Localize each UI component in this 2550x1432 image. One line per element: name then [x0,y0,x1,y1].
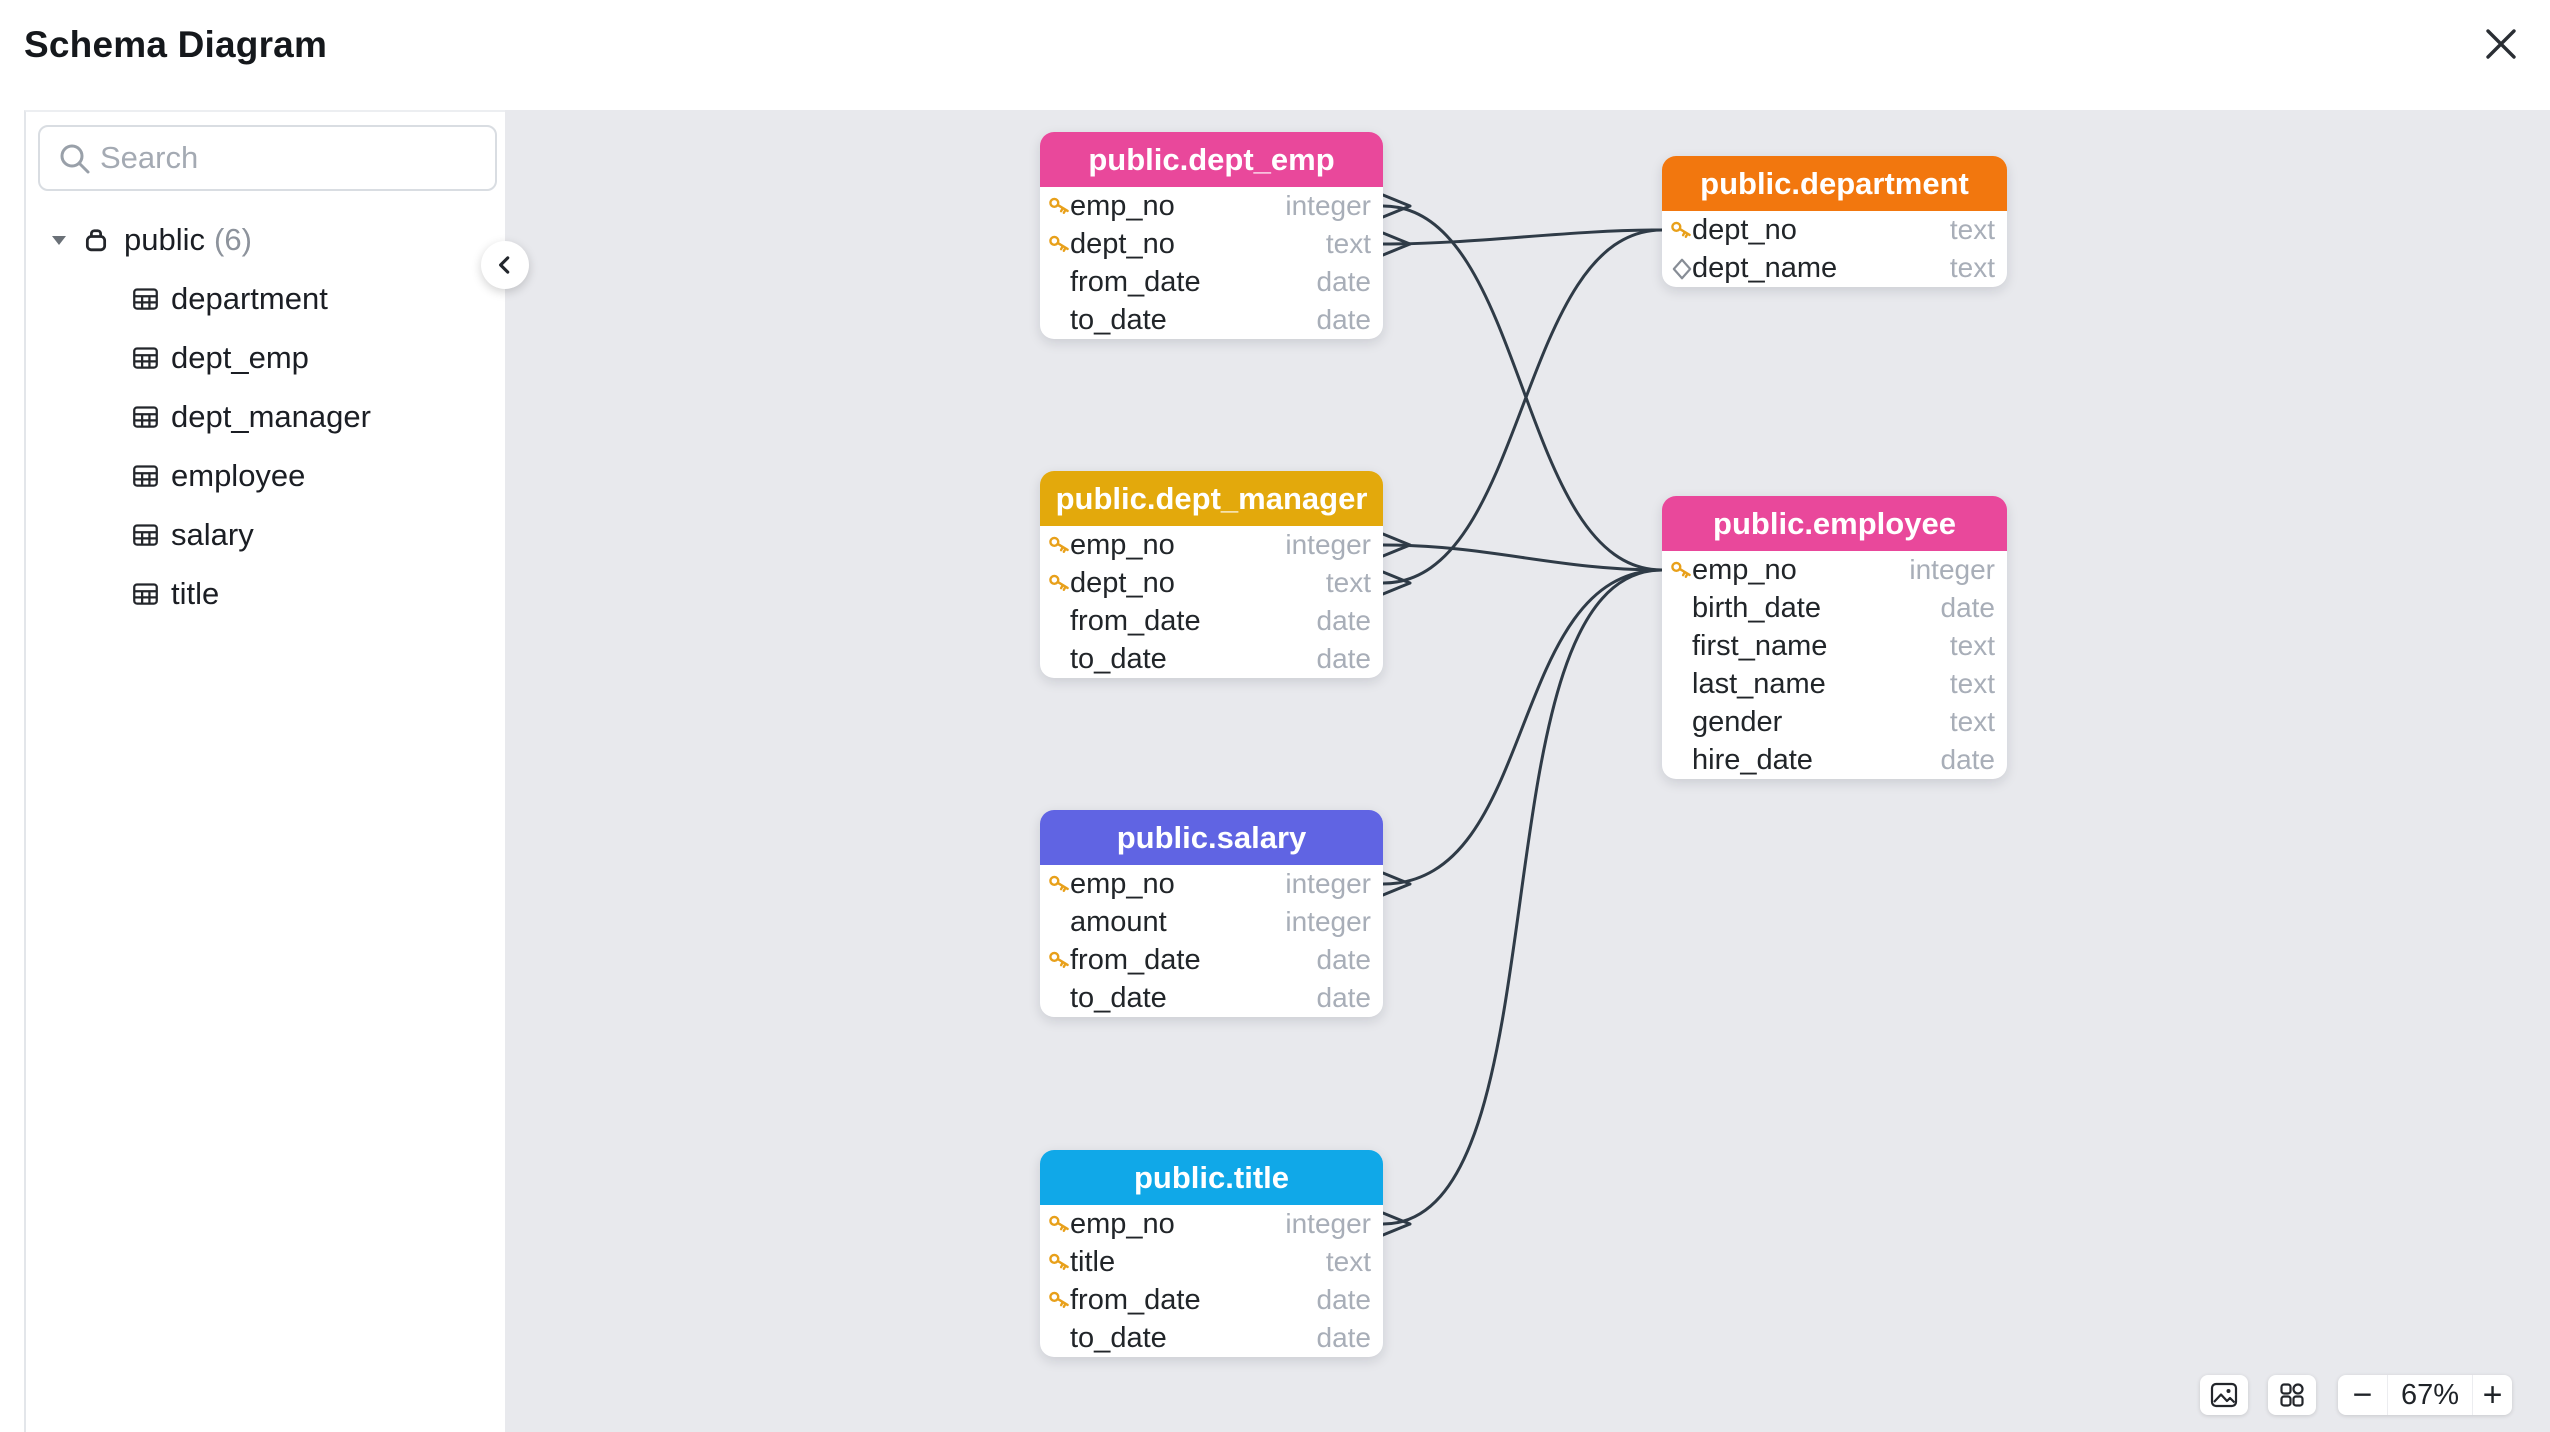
primary-key-icon [1671,221,1691,238]
column-row: from_date date [1070,605,1371,637]
sidebar-item-label: salary [171,517,254,552]
tree-node-public[interactable]: public (6) [50,222,252,258]
schema-name: public [124,222,205,257]
search-input[interactable] [100,127,490,189]
sidebar-item-label: dept_manager [171,399,371,434]
primary-key-icon [1049,235,1069,252]
column-row: dept_name text [1662,249,2007,287]
column-row: dept_no text [1662,211,2007,249]
primary-key-icon [1049,1253,1069,1270]
schema-table-count: (6) [214,222,252,257]
table-header-department[interactable]: public.department [1662,156,2007,211]
schema-sidebar: public (6) department dept_emp dept_mana… [24,110,505,1432]
page-title: Schema Diagram [24,24,328,65]
column-row: amount integer [1070,906,1371,938]
sidebar-item-label: dept_emp [171,340,309,375]
table-node-dept_manager[interactable]: public.dept_manager emp_no integer dept_… [1040,471,1383,678]
primary-key-icon [1049,536,1069,553]
column-row: last_name text [1692,668,1995,700]
column-row: to_date date [1070,643,1371,675]
close-icon [2486,29,2516,59]
schema-icon [85,229,107,252]
export-image-button[interactable] [2200,1375,2248,1415]
table-node-department[interactable]: public.department dept_no text dept_name… [1662,156,2007,287]
sidebar-item-dept_emp[interactable]: dept_emp [132,340,309,376]
primary-key-icon [1049,197,1069,214]
sidebar-item-label: title [171,576,220,611]
sidebar-item-label: department [171,281,328,316]
column-row: gender text [1692,706,1995,738]
sidebar-item-salary[interactable]: salary [132,517,254,553]
table-icon [133,288,158,310]
primary-key-icon [1049,1291,1069,1308]
primary-key-icon [1049,875,1069,892]
unique-icon [1672,258,1692,280]
sidebar-item-department[interactable]: department [132,281,328,317]
table-node-title[interactable]: public.title emp_no integer title text f… [1040,1150,1383,1357]
column-row: from_date date [1070,266,1371,298]
plus-icon: + [2482,1376,2503,1414]
table-header-title[interactable]: public.title [1040,1150,1383,1205]
column-row: emp_no integer [1040,187,1383,225]
table-icon [133,583,158,605]
table-header-employee[interactable]: public.employee [1662,496,2007,551]
table-node-salary[interactable]: public.salary emp_no integer amount inte… [1040,810,1383,1017]
table-header-salary[interactable]: public.salary [1040,810,1383,865]
table-header-dept_emp[interactable]: public.dept_emp [1040,132,1383,187]
primary-key-icon [1671,561,1691,578]
zoom-level: 67% [2400,1378,2460,1411]
column-row: title text [1040,1243,1383,1281]
minus-icon: − [2352,1376,2373,1414]
column-row: from_date date [1040,1281,1383,1319]
sidebar-item-title[interactable]: title [132,576,219,612]
primary-key-icon [1049,574,1069,591]
column-row: dept_no text [1040,564,1383,602]
column-row: to_date date [1070,304,1371,336]
column-row: emp_no integer [1040,865,1383,903]
search-box[interactable] [38,125,497,191]
table-node-dept_emp[interactable]: public.dept_emp emp_no integer dept_no t… [1040,132,1383,339]
search-icon [60,144,90,174]
image-icon [2210,1382,2238,1408]
column-row: to_date date [1070,1322,1371,1354]
caret-down-icon[interactable] [50,232,68,248]
grid-icon [2280,1383,2304,1407]
column-row: emp_no integer [1662,551,2007,589]
sidebar-item-label: employee [171,458,306,493]
column-row: from_date date [1040,941,1383,979]
table-icon [133,465,158,487]
primary-key-icon [1049,1215,1069,1232]
zoom-out-button[interactable]: − [2338,1375,2388,1415]
table-icon [133,406,158,428]
chevron-left-icon [499,256,510,274]
minimap-toggle-button[interactable] [2268,1375,2316,1415]
table-header-dept_manager[interactable]: public.dept_manager [1040,471,1383,526]
table-icon [133,347,158,369]
column-row: hire_date date [1692,744,1995,776]
zoom-in-button[interactable]: + [2472,1375,2512,1415]
close-button[interactable] [2479,22,2523,66]
sidebar-item-employee[interactable]: employee [132,458,305,494]
primary-key-icon [1049,951,1069,968]
zoom-controls: − 67% + [2338,1375,2512,1415]
column-row: birth_date date [1692,592,1995,624]
dialog-header: Schema Diagram [0,0,2550,110]
table-node-employee[interactable]: public.employee emp_no integer birth_dat… [1662,496,2007,779]
column-row: first_name text [1692,630,1995,662]
column-row: to_date date [1070,982,1371,1014]
column-row: emp_no integer [1040,526,1383,564]
diagram-canvas[interactable] [505,110,2550,1432]
table-icon [133,524,158,546]
sidebar-collapse-button[interactable] [481,241,529,289]
sidebar-item-dept_manager[interactable]: dept_manager [132,399,371,435]
column-row: emp_no integer [1040,1205,1383,1243]
column-row: dept_no text [1040,225,1383,263]
